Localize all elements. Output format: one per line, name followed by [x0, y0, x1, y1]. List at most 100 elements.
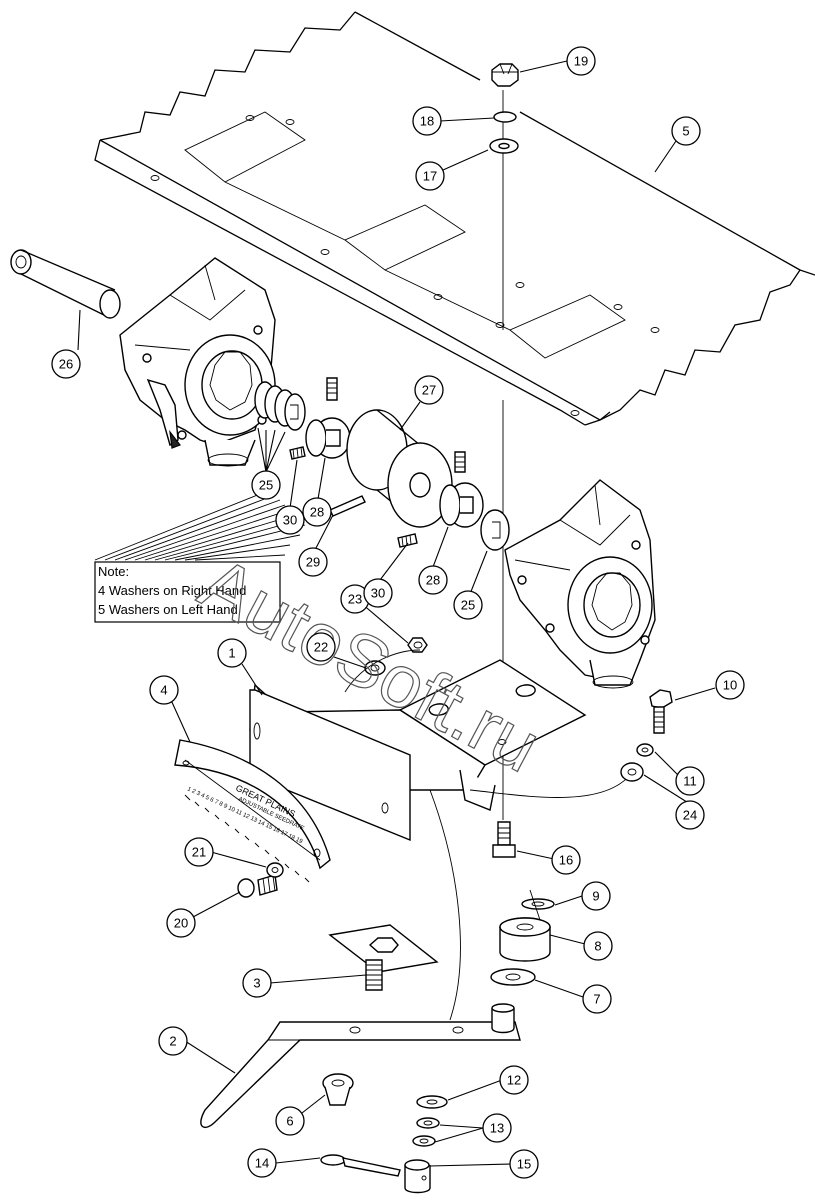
rod-path-line [429, 789, 461, 1021]
callout-8: 8 [583, 931, 613, 961]
svg-text:10: 10 [723, 678, 737, 693]
svg-text:25: 25 [259, 478, 273, 493]
callout-21: 21 [184, 837, 214, 867]
note-line-2: 5 Washers on Left Hand [98, 602, 238, 617]
svg-text:23: 23 [348, 592, 362, 607]
callout-11: 11 [675, 766, 705, 796]
callout-9: 9 [581, 881, 611, 911]
callout-16: 16 [551, 845, 581, 875]
callout-29: 29 [298, 547, 328, 577]
lock-collar-part-28-right [439, 482, 484, 528]
screw-part-20 [237, 874, 278, 898]
callout-27: 27 [414, 375, 444, 405]
lock-collar-part-28-left [305, 417, 351, 459]
pivot-pin-part-15 [404, 1159, 431, 1194]
shaft-part-26 [10, 249, 121, 319]
svg-text:17: 17 [423, 169, 437, 184]
svg-text:29: 29 [306, 555, 320, 570]
svg-text:3: 3 [253, 976, 260, 991]
bushing-part-8 [499, 917, 551, 962]
callout-3: 3 [242, 968, 272, 998]
lock-nut-part-19 [491, 63, 519, 87]
svg-text:24: 24 [683, 808, 697, 823]
svg-text:9: 9 [592, 889, 599, 904]
svg-text:11: 11 [683, 774, 697, 789]
spacer-washers-part-25-left [254, 381, 306, 431]
callout-26: 26 [51, 349, 81, 379]
seed-cup-wheel-part-27 [346, 409, 453, 528]
washer-part-9 [521, 898, 555, 910]
note-line-1: 4 Washers on Right Hand [98, 583, 246, 598]
roll-pin-part-29 [329, 495, 366, 517]
callout-4: 4 [149, 675, 179, 705]
pivot-bushing-on-arm [491, 1003, 515, 1034]
lock-washer-part-11 [636, 743, 654, 757]
callout-2: 2 [158, 1026, 188, 1056]
svg-text:6: 6 [286, 1114, 293, 1129]
mount-bracket-part-1 [249, 659, 587, 842]
bolt-path-line-2 [469, 774, 631, 798]
callout-20: 20 [166, 908, 196, 938]
left-seed-meter-housing [119, 257, 276, 467]
svg-text:13: 13 [490, 1121, 504, 1136]
svg-text:15: 15 [517, 1157, 531, 1172]
svg-text:21: 21 [192, 845, 206, 860]
callout-17: 17 [415, 161, 445, 191]
set-screw-top-left [326, 377, 338, 401]
washer-part-22 [364, 660, 386, 676]
svg-text:20: 20 [174, 916, 188, 931]
hex-nut-part-23 [407, 637, 428, 653]
svg-text:22: 22 [314, 640, 328, 655]
washers-part-13 [412, 1117, 440, 1147]
callout-18: 18 [412, 106, 442, 136]
svg-text:26: 26 [59, 357, 73, 372]
hitch-pin-part-14 [320, 1154, 401, 1177]
callout-14: 14 [247, 1148, 277, 1178]
callout-19: 19 [566, 46, 596, 76]
spacer-washer-part-25-right [480, 509, 510, 551]
svg-text:19: 19 [574, 54, 588, 69]
callout-6: 6 [275, 1106, 305, 1136]
callout-30-left: 30 [275, 505, 305, 535]
callout-12: 12 [499, 1065, 529, 1095]
svg-text:28: 28 [310, 505, 324, 520]
right-seed-meter-housing [504, 479, 656, 689]
leader-lines [77, 60, 716, 1167]
svg-text:1: 1 [228, 646, 235, 661]
callout-1: 1 [217, 638, 247, 668]
callout-30-right: 30 [363, 578, 393, 608]
svg-text:14: 14 [255, 1156, 269, 1171]
note-hatch-shadow [94, 489, 306, 561]
set-screw-top-right [454, 451, 466, 473]
bolt-part-10 [649, 689, 673, 734]
lever-arm-part-2 [200, 1021, 521, 1129]
callout-24: 24 [675, 800, 705, 830]
svg-text:30: 30 [371, 586, 385, 601]
set-screw-part-30-right [397, 533, 418, 548]
callout-13: 13 [482, 1113, 512, 1143]
callout-25-right: 25 [453, 590, 483, 620]
svg-text:2: 2 [169, 1034, 176, 1049]
note-title: Note: [98, 564, 129, 579]
set-screw-part-30-left [289, 446, 306, 460]
svg-text:7: 7 [593, 992, 600, 1007]
bolt-path-line [344, 649, 421, 693]
svg-text:4: 4 [160, 683, 167, 698]
flat-washer-part-7 [490, 968, 536, 986]
callout-5: 5 [671, 116, 701, 146]
callout-28-left: 28 [302, 497, 332, 527]
washer-note-box: Note: 4 Washers on Right Hand 5 Washers … [94, 561, 281, 623]
svg-text:12: 12 [507, 1073, 521, 1088]
svg-text:16: 16 [559, 853, 573, 868]
hopper-bottom-part-5 [94, 11, 815, 426]
push-nut-part-6 [322, 1073, 354, 1106]
callout-10: 10 [715, 670, 745, 700]
svg-text:30: 30 [283, 513, 297, 528]
callout-23: 23 [340, 584, 370, 614]
svg-text:18: 18 [420, 114, 434, 129]
callout-28-right: 28 [418, 565, 448, 595]
svg-text:25: 25 [461, 598, 475, 613]
flat-washer-part-24 [620, 762, 644, 782]
svg-text:5: 5 [682, 124, 689, 139]
